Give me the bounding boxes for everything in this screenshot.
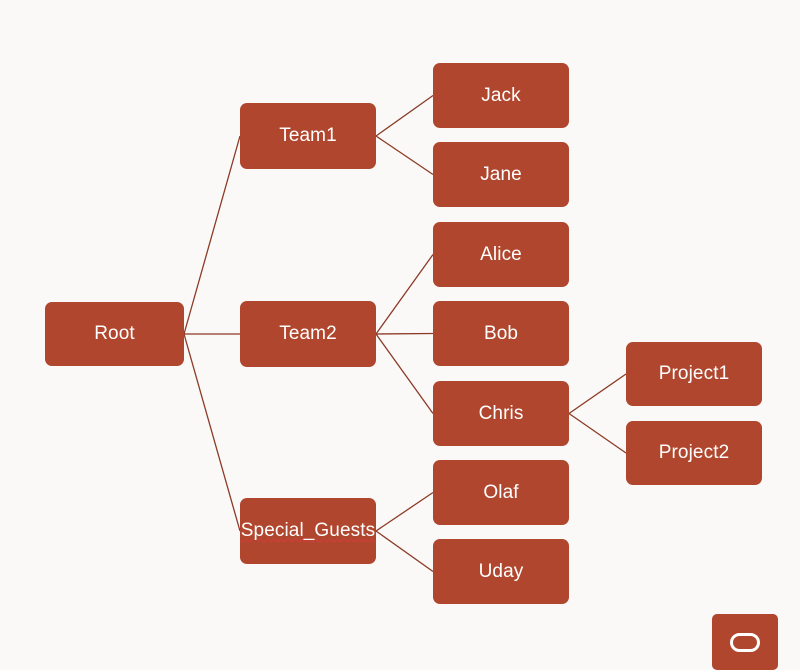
tree-node-uday[interactable]: Uday [433,539,569,604]
tree-node-label: Project1 [658,363,730,384]
tree-node-bob[interactable]: Bob [433,301,569,366]
edge-root-to-team1 [183,135,241,335]
tree-node-label: Alice [480,243,522,265]
edge-team1-to-jane [375,135,434,176]
tree-node-team2[interactable]: Team2 [240,301,376,367]
tree-node-project2[interactable]: Project2 [626,421,762,485]
tree-node-jack[interactable]: Jack [433,63,569,128]
tree-node-label: Team1 [279,125,337,146]
tree-node-label: Olaf [483,481,519,503]
edge-team2-to-alice [375,254,434,335]
tree-node-jane[interactable]: Jane [433,142,569,207]
edge-special-to-olaf [375,491,434,532]
edge-team2-to-bob [375,332,434,335]
ring-mark [730,632,760,652]
tree-node-project1[interactable]: Project1 [626,342,762,406]
edge-chris-to-project2 [568,412,627,454]
tree-node-olaf[interactable]: Olaf [433,460,569,525]
tree-node-label: Project2 [658,442,730,463]
tree-node-label: Jack [481,84,521,106]
edge-team1-to-jack [375,94,434,137]
tree-node-root[interactable]: Root [45,302,184,366]
edge-special-to-uday [375,530,434,573]
tree-node-label: Uday [478,560,524,582]
tree-node-label: Bob [483,322,519,344]
tree-node-label: Special_Guests [240,520,376,541]
tree-node-label: Root [94,323,135,344]
tree-node-chris[interactable]: Chris [433,381,569,446]
tree-node-label: Chris [478,402,524,424]
tree-node-alice[interactable]: Alice [433,222,569,287]
edge-chris-to-project1 [568,373,627,415]
edge-team2-to-chris [375,333,434,414]
oracle-ring-logo-icon [712,614,778,670]
tree-node-special[interactable]: Special_Guests [240,498,376,564]
tree-node-team1[interactable]: Team1 [240,103,376,169]
tree-node-label: Team2 [279,323,337,344]
edge-root-to-special [183,333,241,532]
tree-node-label: Jane [480,163,522,185]
